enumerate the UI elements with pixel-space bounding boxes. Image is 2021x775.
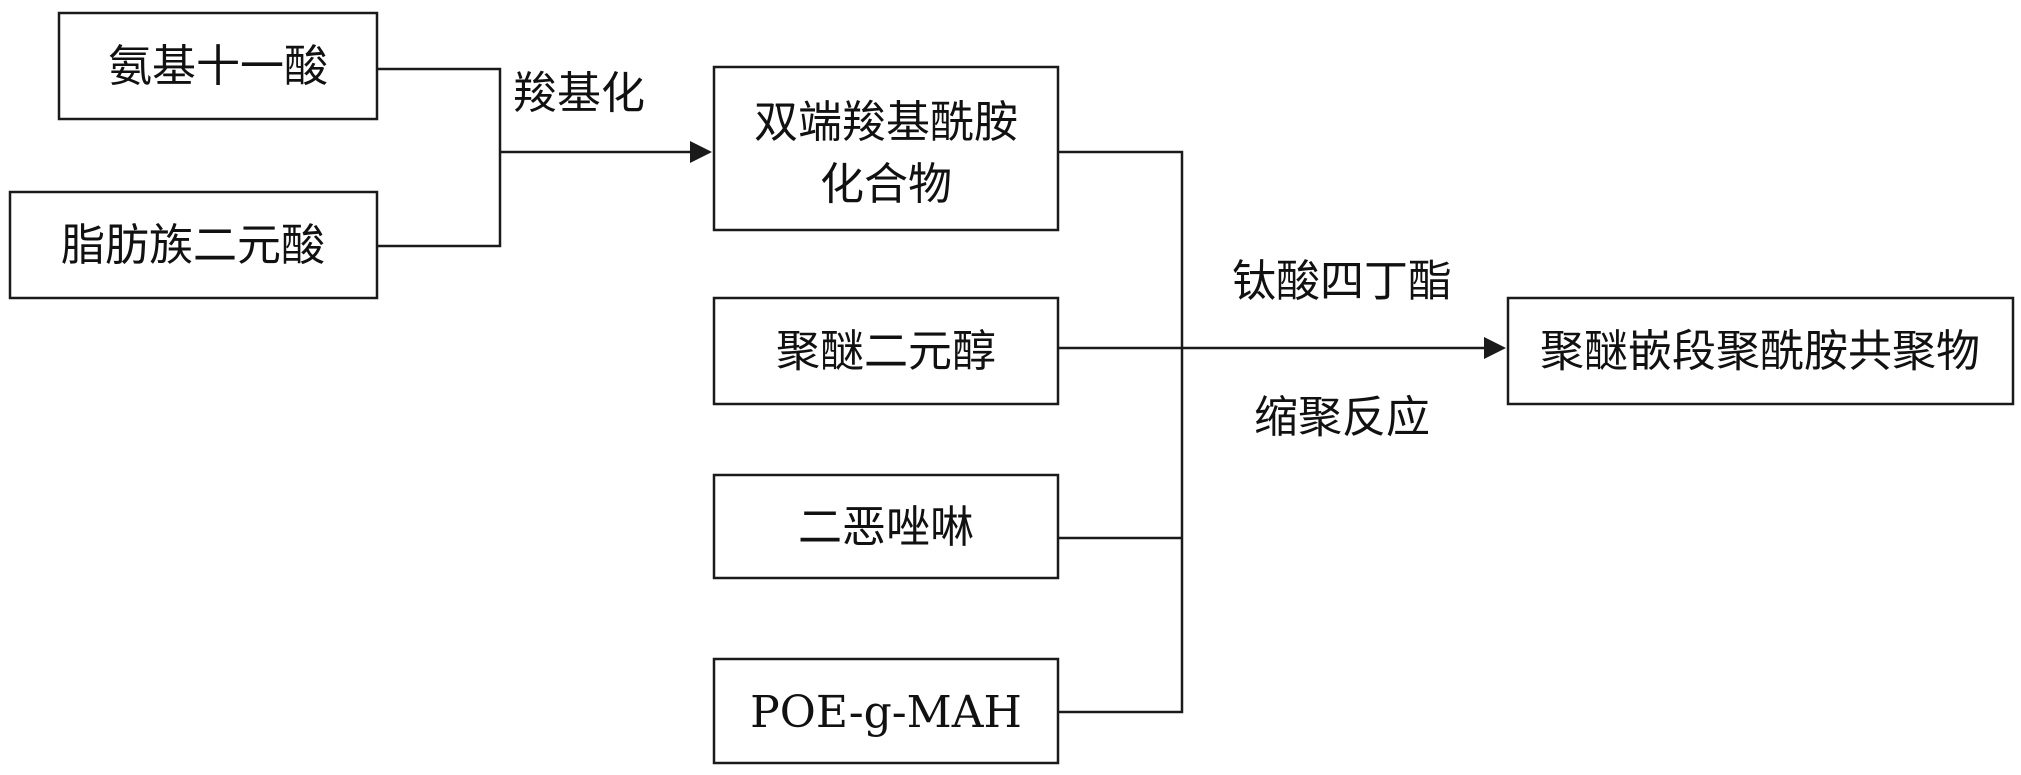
node-label: 二恶唑啉 <box>798 502 974 553</box>
node-poe-g-mah: POE-g-MAH <box>714 659 1058 763</box>
node-bisoxazoline: 二恶唑啉 <box>714 475 1058 578</box>
node-label: 聚醚嵌段聚酰胺共聚物 <box>1540 326 1980 377</box>
node-label: POE-g-MAH <box>750 687 1022 738</box>
edge-label-carboxylation: 羧基化 <box>513 68 645 119</box>
node-label: 氨基十一酸 <box>108 41 328 92</box>
edge-label-reaction: 缩聚反应 <box>1254 392 1430 443</box>
node-dicarboxyl-amide-compound: 双端羧基酰胺 化合物 <box>714 67 1058 230</box>
node-label: 脂肪族二元酸 <box>61 220 325 271</box>
node-aminoundecanoic-acid: 氨基十一酸 <box>59 13 377 119</box>
node-label-line2: 化合物 <box>820 159 952 210</box>
edge-label-catalyst: 钛酸四丁酯 <box>1232 256 1452 307</box>
arrow-head <box>690 141 712 163</box>
node-label-line1: 双端羧基酰胺 <box>754 97 1018 148</box>
node-aliphatic-diacid: 脂肪族二元酸 <box>10 192 377 298</box>
arrow-head <box>1484 337 1506 359</box>
node-label: 聚醚二元醇 <box>776 326 996 377</box>
node-product: 聚醚嵌段聚酰胺共聚物 <box>1508 298 2013 404</box>
node-polyether-diol: 聚醚二元醇 <box>714 298 1058 404</box>
